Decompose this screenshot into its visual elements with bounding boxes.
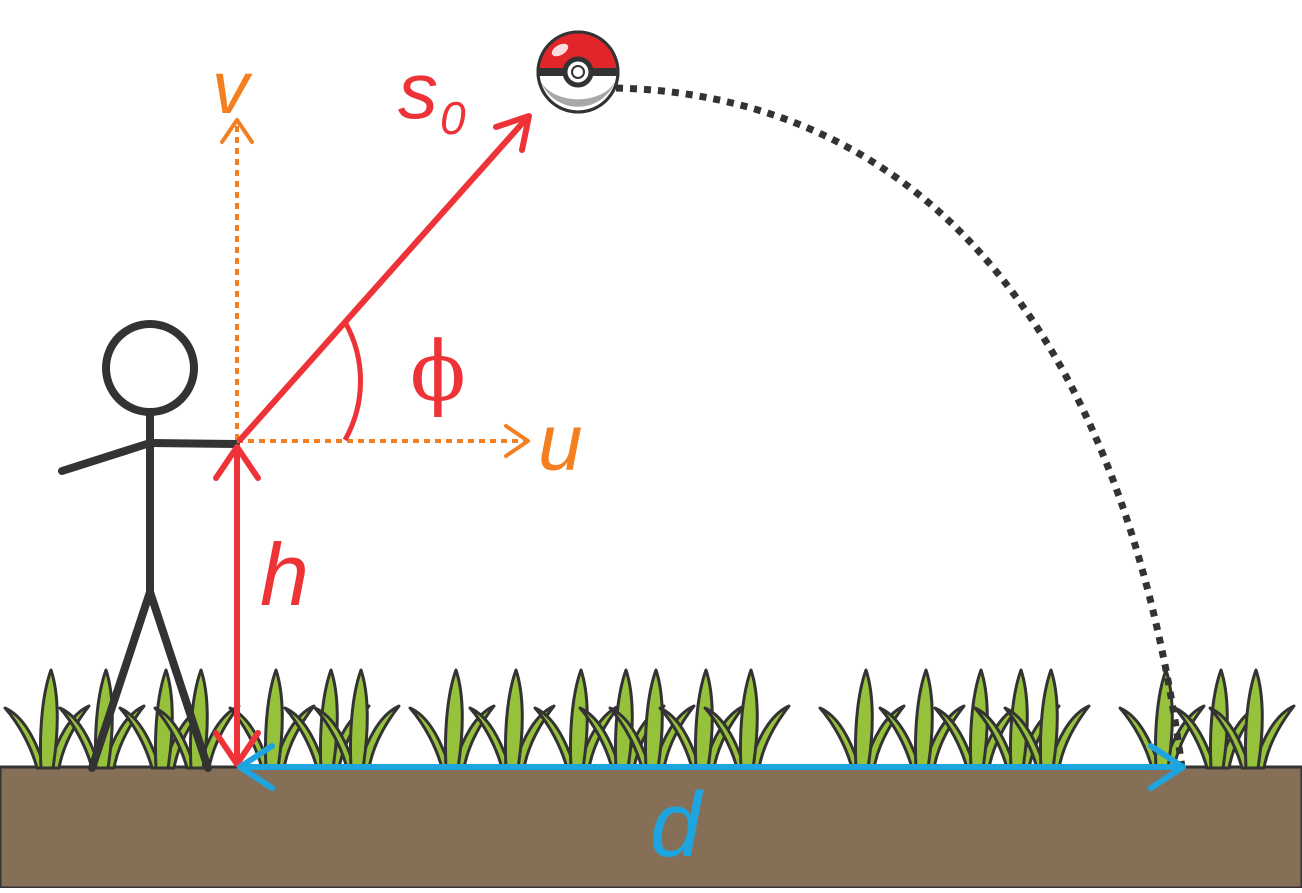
label-v: v bbox=[212, 46, 253, 129]
label-h: h bbox=[260, 525, 309, 624]
stick-figure bbox=[58, 320, 240, 772]
label-d: d bbox=[650, 774, 704, 876]
stick-figure-arm-left bbox=[58, 439, 154, 475]
stick-figure-arm-right bbox=[146, 439, 240, 448]
trajectory-path bbox=[615, 84, 1186, 769]
pokeball-icon bbox=[536, 30, 620, 114]
u-component-arrow bbox=[237, 424, 530, 458]
label-phi: ϕ bbox=[410, 325, 466, 420]
grass bbox=[3, 668, 1296, 770]
label-u: u bbox=[538, 398, 583, 487]
v-component-arrow bbox=[220, 118, 254, 440]
d-arrow bbox=[237, 743, 1186, 791]
label-s0: s0 bbox=[398, 46, 466, 144]
stick-figure-leg-left bbox=[88, 588, 154, 772]
stick-figure-head bbox=[102, 320, 198, 416]
angle-arc bbox=[342, 320, 364, 442]
s0-arrow bbox=[237, 113, 532, 443]
stick-figure-leg-right bbox=[146, 588, 212, 772]
h-arrow bbox=[213, 444, 261, 767]
